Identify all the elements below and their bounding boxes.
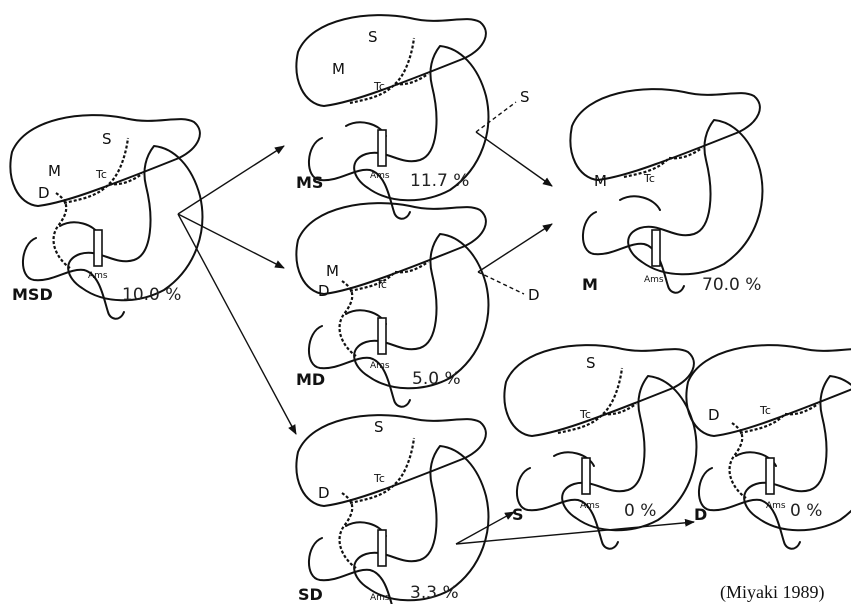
panel-code-SD: SD (298, 585, 323, 604)
arrow-ms-to-m (476, 132, 552, 186)
tc-label: Tc (643, 172, 655, 185)
branch-label-d: D (528, 286, 540, 304)
arrow-sd-to-d (456, 522, 694, 544)
tc-label: Tc (579, 408, 591, 421)
panel-code-D: D (694, 505, 707, 524)
panel-code-MD: MD (296, 370, 325, 389)
vessel-label-d: D (38, 184, 50, 202)
arrow-msd-to-md (178, 214, 284, 268)
vessel-label-m: M (326, 262, 339, 280)
source-citation: (Miyaki 1989) (720, 582, 824, 603)
panel-pct-D: 0 % (790, 501, 822, 521)
ams-label: Ams (370, 171, 390, 181)
panel-S: S Tc Ams (504, 345, 696, 549)
panel-code-S: S (512, 505, 524, 524)
ams-label: Ams (766, 501, 786, 511)
arrow-ms-to-s-dashed (476, 102, 516, 132)
tc-label: Tc (375, 278, 387, 291)
ams-label: Ams (370, 593, 390, 603)
vessel-label-d: D (318, 282, 330, 300)
ams-label: Ams (644, 275, 664, 285)
panel-pct-MS: 11.7 % (410, 171, 469, 191)
vessel-label-m: M (594, 172, 607, 190)
vessel-label-s: S (586, 354, 596, 372)
arrow-md-to-m (478, 224, 552, 272)
tc-label: Tc (95, 168, 107, 181)
ams-label: Ams (88, 271, 108, 281)
panel-pct-MSD: 10.0 % (122, 285, 181, 305)
panel-pct-S: 0 % (624, 501, 656, 521)
panel-code-M: M (582, 275, 598, 294)
vessel-label-m: M (48, 162, 61, 180)
panel-pct-M: 70.0 % (702, 275, 761, 295)
tc-label: Tc (373, 472, 385, 485)
panel-D: D Tc Ams (686, 345, 851, 549)
panel-pct-SD: 3.3 % (410, 583, 459, 603)
vessel-label-s: S (374, 418, 384, 436)
panel-SD: S D Tc Ams (296, 415, 488, 604)
panel-pct-MD: 5.0 % (412, 369, 461, 389)
tc-label: Tc (759, 404, 771, 417)
vessel-label-d: D (708, 406, 720, 424)
ams-label: Ams (580, 501, 600, 511)
vessel-label-s: S (368, 28, 378, 46)
vessel-label-m: M (332, 60, 345, 78)
vessel-label-s: S (102, 130, 112, 148)
branch-label-s: S (520, 88, 530, 106)
ams-label: Ams (370, 361, 390, 371)
tc-label: Tc (373, 80, 385, 93)
panel-code-MSD: MSD (12, 285, 53, 304)
vessel-label-d: D (318, 484, 330, 502)
panel-M: M Tc Ams (570, 89, 762, 293)
panel-code-MS: MS (296, 173, 323, 192)
arrow-msd-to-sd (178, 214, 296, 434)
